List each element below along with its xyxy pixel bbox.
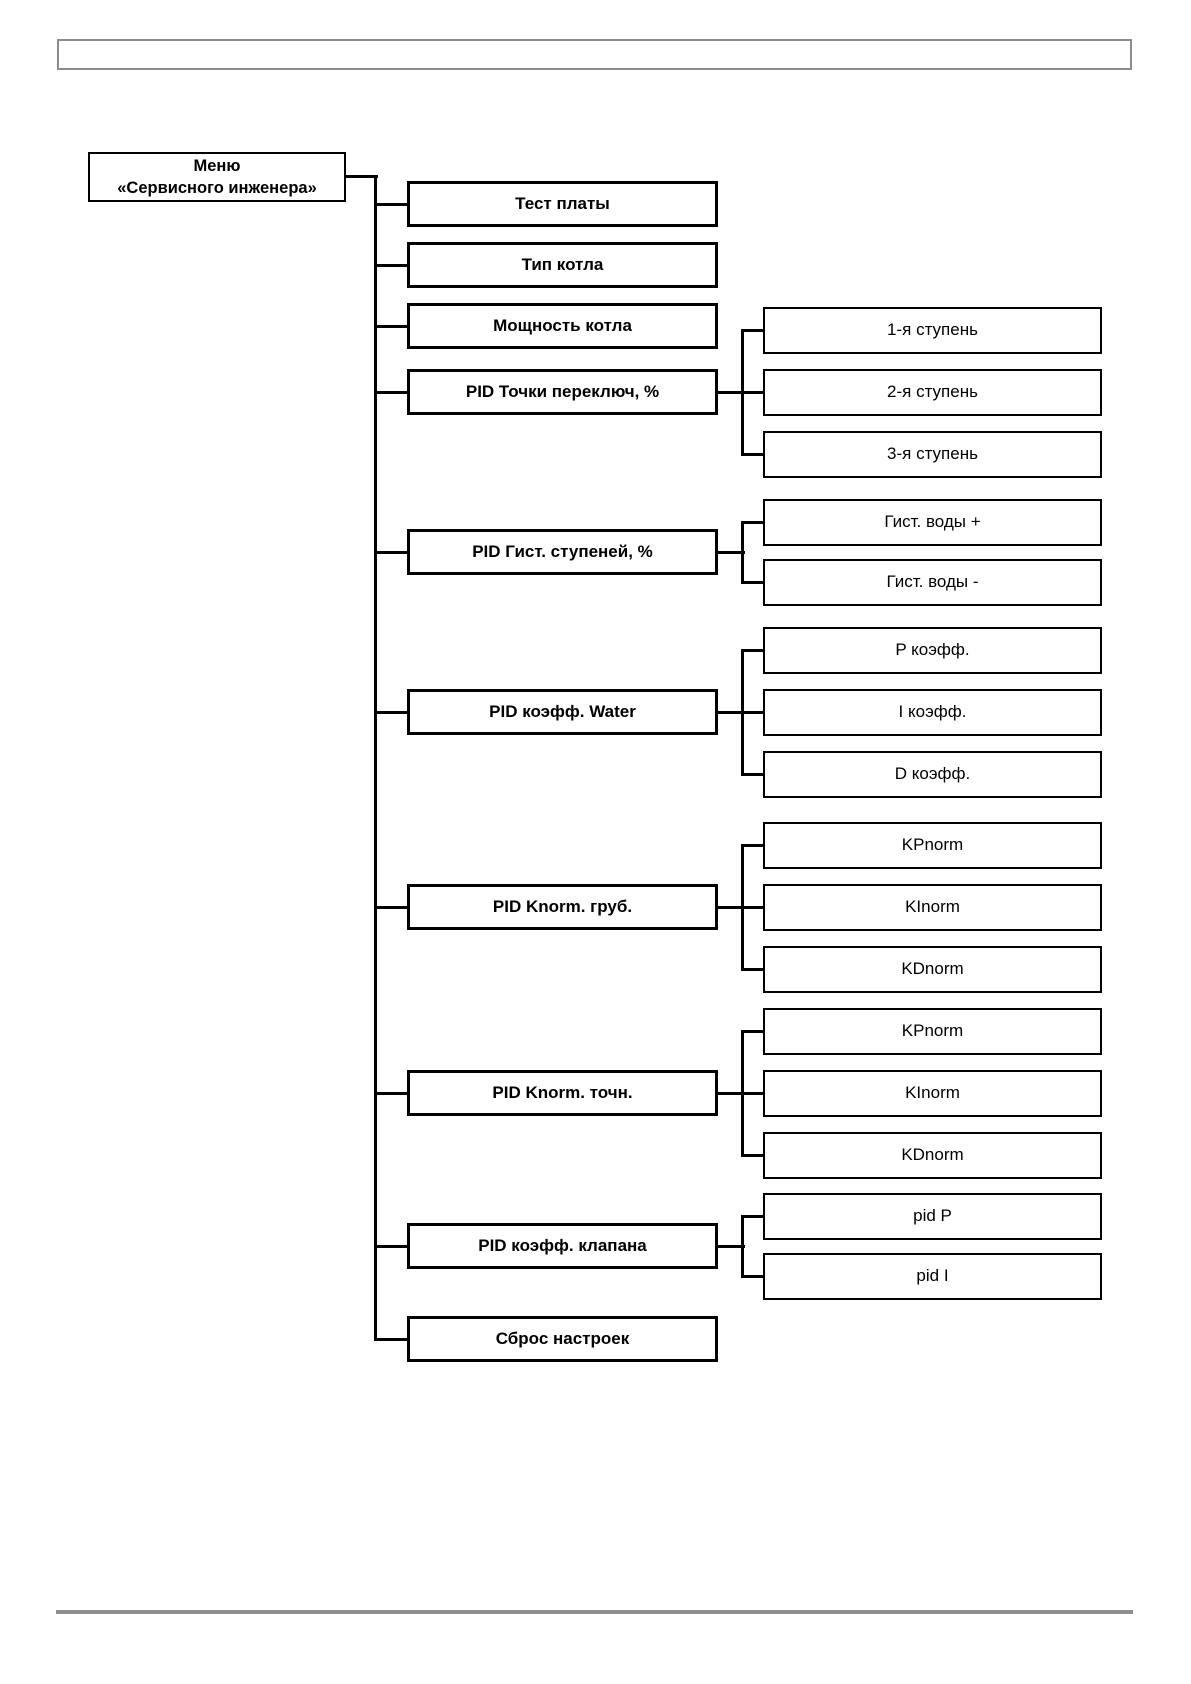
connector-subtrunk-stub xyxy=(742,452,763,456)
connector-subtrunk-stub xyxy=(742,905,763,909)
connector-subtrunk-stub xyxy=(742,772,763,776)
submenu-node: Гист. воды + xyxy=(763,498,1102,546)
connector-subtrunk-stub xyxy=(742,1029,763,1033)
menu-node: Сброс настроек xyxy=(407,1316,718,1362)
connector-subtrunk-stub xyxy=(742,328,763,332)
connector-subtrunk xyxy=(740,1214,744,1278)
connector-trunk-stub xyxy=(375,710,407,714)
connector-trunk-stub xyxy=(375,324,407,328)
menu-node: Мощность котла xyxy=(407,303,718,349)
submenu-node: 3-я ступень xyxy=(763,430,1102,478)
submenu-node: 1-я ступень xyxy=(763,306,1102,354)
connector-subtrunk-stub xyxy=(742,967,763,971)
submenu-node: D коэфф. xyxy=(763,750,1102,798)
connector-subtrunk-stub xyxy=(742,1153,763,1157)
connector-subtrunk-stub xyxy=(742,1274,763,1278)
connector-parent-to-subtrunk xyxy=(718,1091,745,1095)
connector-parent-to-subtrunk xyxy=(718,390,745,394)
root-node-label-line1: Меню xyxy=(193,157,241,175)
connector-trunk-stub xyxy=(375,263,407,267)
menu-node: PID коэфф. Water xyxy=(407,689,718,735)
connector-subtrunk-stub xyxy=(742,390,763,394)
menu-node: PID Knorm. груб. xyxy=(407,884,718,930)
connector-subtrunk-stub xyxy=(742,580,763,584)
submenu-node: 2-я ступень xyxy=(763,368,1102,416)
menu-node: Тип котла xyxy=(407,242,718,288)
page-header-box xyxy=(57,39,1132,70)
connector-trunk-stub xyxy=(375,390,407,394)
submenu-node: KDnorm xyxy=(763,945,1102,993)
submenu-node: KInorm xyxy=(763,1069,1102,1117)
submenu-node: I коэфф. xyxy=(763,688,1102,736)
menu-node: PID Гист. ступеней, % xyxy=(407,529,718,575)
connector-root-to-trunk xyxy=(345,174,378,178)
submenu-node: KPnorm xyxy=(763,1007,1102,1055)
connector-subtrunk-stub xyxy=(742,1214,763,1218)
connector-subtrunk-stub xyxy=(742,520,763,524)
submenu-node: Гист. воды - xyxy=(763,558,1102,606)
page-footer-rule xyxy=(56,1610,1133,1614)
connector-trunk xyxy=(373,174,377,1341)
connector-subtrunk-stub xyxy=(742,710,763,714)
submenu-node: KInorm xyxy=(763,883,1102,931)
submenu-node: pid P xyxy=(763,1192,1102,1240)
submenu-node: KDnorm xyxy=(763,1131,1102,1179)
connector-subtrunk-stub xyxy=(742,648,763,652)
menu-node: Тест платы xyxy=(407,181,718,227)
submenu-node: KPnorm xyxy=(763,821,1102,869)
menu-node: PID Точки переключ, % xyxy=(407,369,718,415)
connector-subtrunk xyxy=(740,520,744,584)
connector-parent-to-subtrunk xyxy=(718,905,745,909)
connector-parent-to-subtrunk xyxy=(718,710,745,714)
root-node-label-line2: «Сервисного инженера» xyxy=(117,179,317,197)
connector-trunk-stub xyxy=(375,550,407,554)
connector-subtrunk-stub xyxy=(742,1091,763,1095)
connector-parent-to-subtrunk xyxy=(718,550,745,554)
connector-trunk-stub xyxy=(375,1244,407,1248)
connector-subtrunk-stub xyxy=(742,843,763,847)
connector-trunk-stub xyxy=(375,202,407,206)
root-node: Меню «Сервисного инженера» xyxy=(88,152,346,202)
connector-trunk-stub xyxy=(375,1091,407,1095)
connector-trunk-stub xyxy=(375,1337,407,1341)
menu-node: PID Knorm. точн. xyxy=(407,1070,718,1116)
submenu-node: P коэфф. xyxy=(763,626,1102,674)
connector-parent-to-subtrunk xyxy=(718,1244,745,1248)
submenu-node: pid I xyxy=(763,1252,1102,1300)
connector-trunk-stub xyxy=(375,905,407,909)
menu-node: PID коэфф. клапана xyxy=(407,1223,718,1269)
